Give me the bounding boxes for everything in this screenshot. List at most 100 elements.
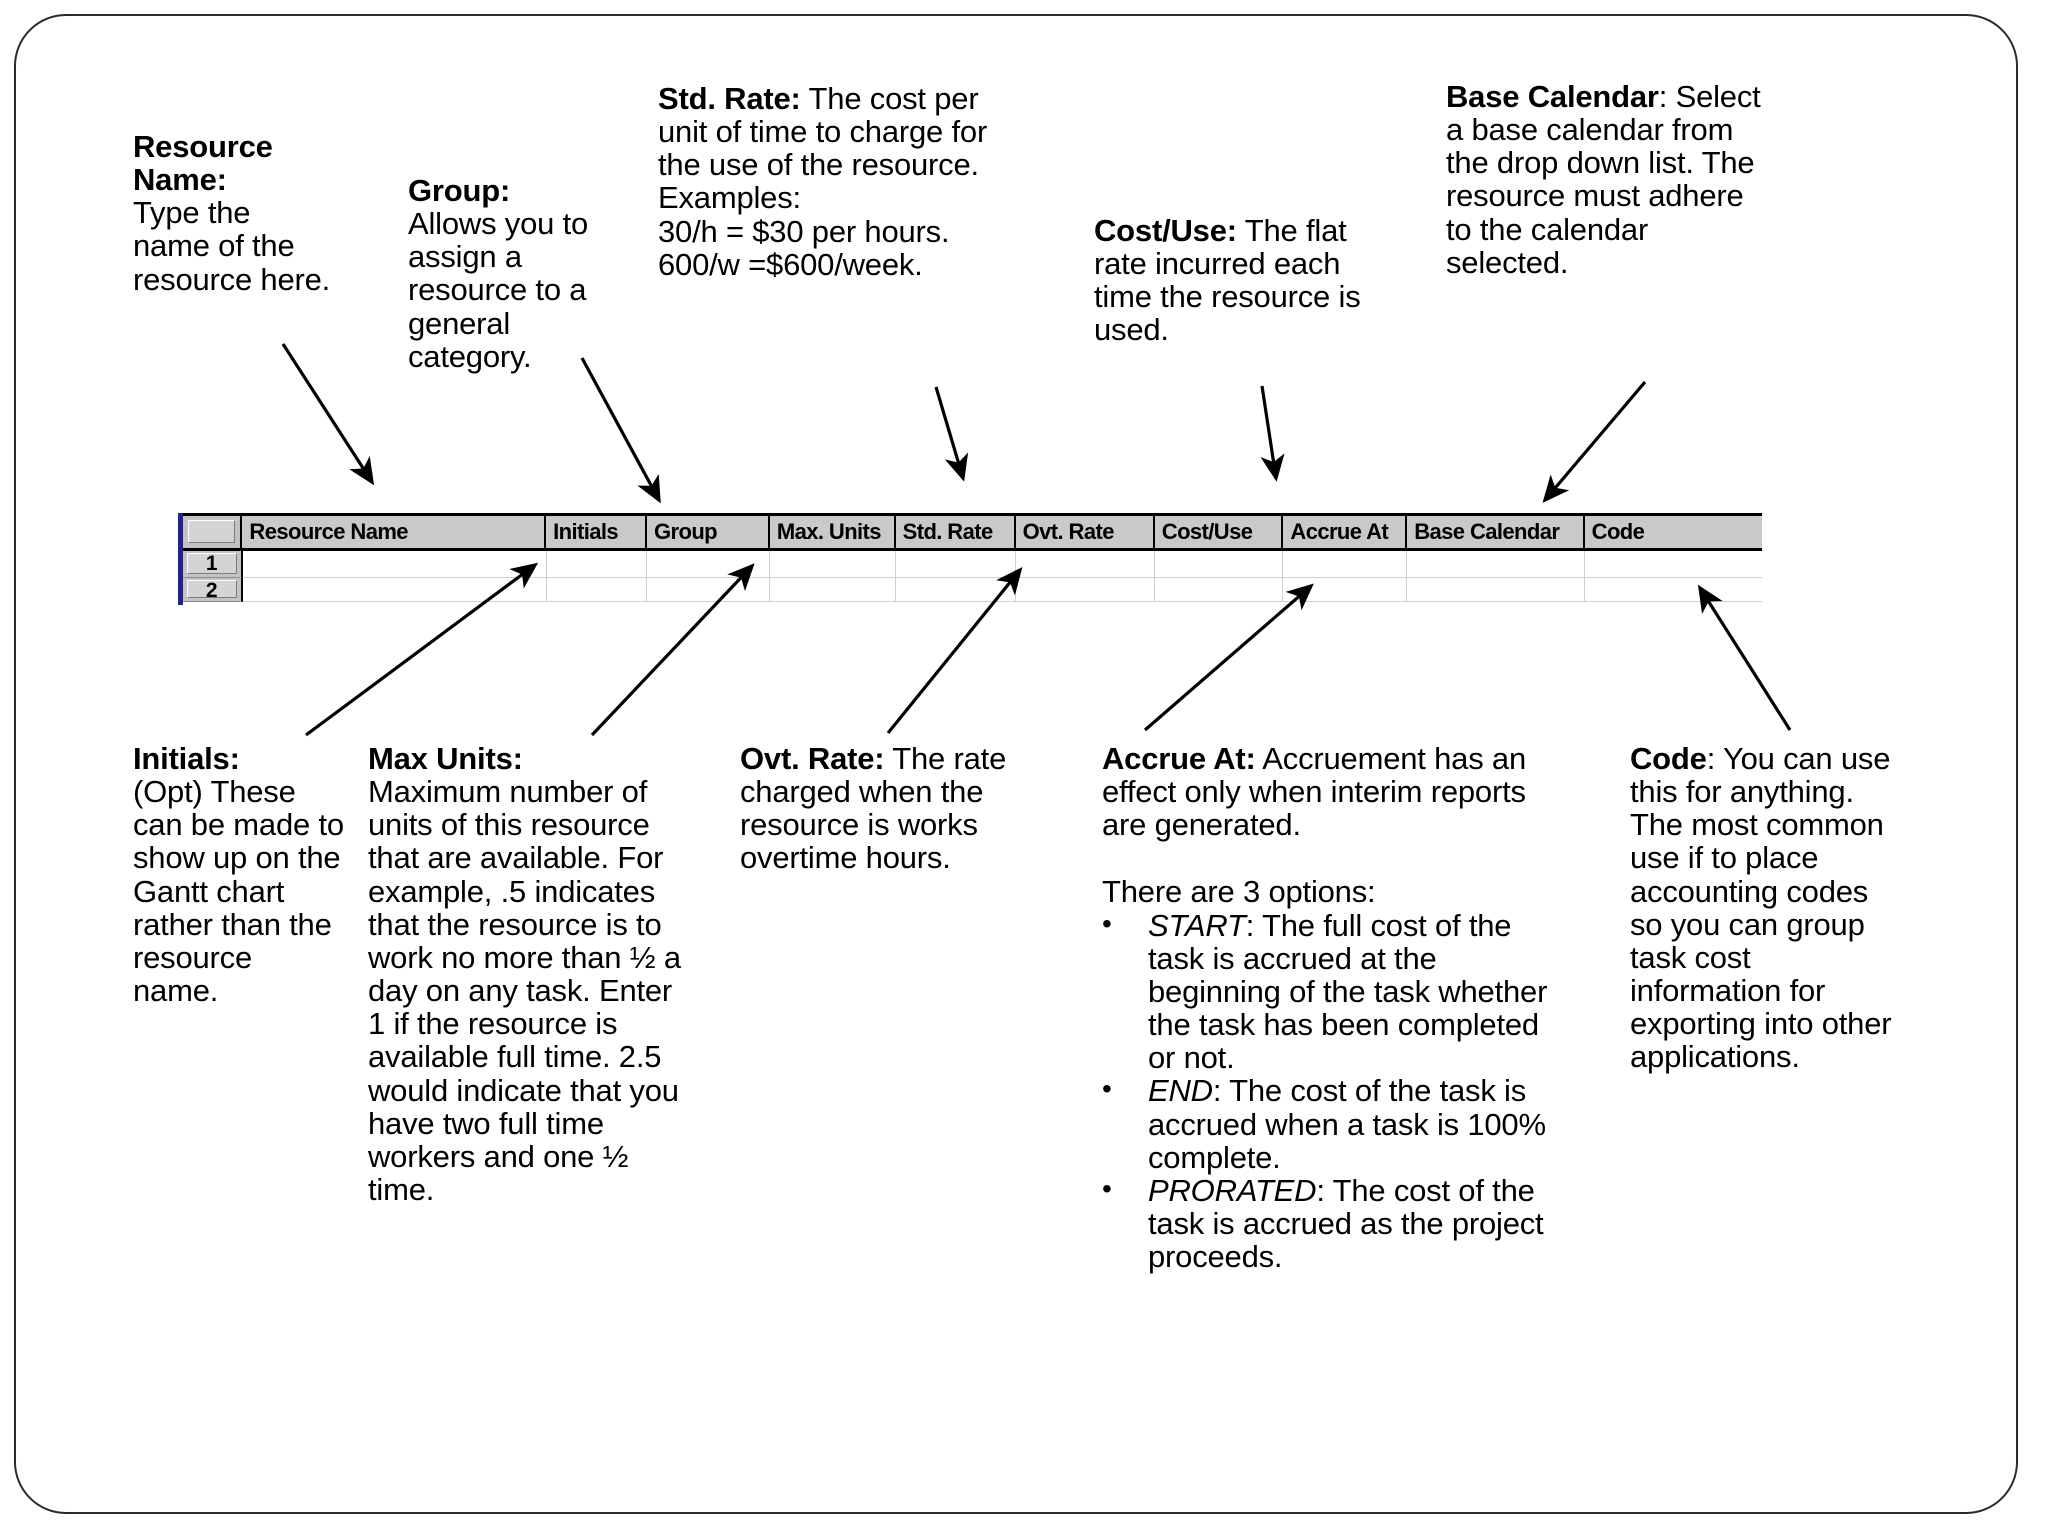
option-name-start: START bbox=[1148, 907, 1246, 943]
arrow-group bbox=[580, 357, 661, 504]
cell-cost-use[interactable] bbox=[1154, 551, 1284, 578]
list-item: • START: The full cost of the task is ac… bbox=[1102, 907, 1572, 1076]
callout-initials-body: (Opt) These can be made to show up on th… bbox=[133, 774, 344, 1009]
callout-std-rate: Std. Rate: The cost per unit of time to … bbox=[658, 82, 1023, 281]
column-header-initials[interactable]: Initials bbox=[546, 516, 648, 548]
callout-std-rate-examples-label: Examples: bbox=[658, 180, 801, 216]
arrow-code bbox=[1697, 584, 1792, 731]
callout-cost-use-heading: Cost/Use: bbox=[1094, 213, 1237, 248]
cell-ovt-rate[interactable] bbox=[1015, 578, 1155, 602]
cell-resource-name[interactable] bbox=[242, 551, 547, 578]
cell-resource-name[interactable] bbox=[242, 578, 547, 602]
row-number: 2 bbox=[205, 579, 218, 602]
callout-group-heading: Group: bbox=[408, 173, 511, 208]
row-header-1[interactable]: 1 bbox=[183, 551, 243, 578]
cell-ovt-rate[interactable] bbox=[1015, 551, 1155, 578]
cell-accrue-at[interactable] bbox=[1283, 551, 1408, 578]
bullet-icon: • bbox=[1102, 907, 1112, 939]
cell-max-units[interactable] bbox=[770, 578, 896, 602]
cell-accrue-at[interactable] bbox=[1283, 578, 1408, 602]
callout-resource-name: Resource Name: Type the name of the reso… bbox=[133, 130, 333, 296]
list-item: • END: The cost of the task is accrued w… bbox=[1102, 1073, 1572, 1175]
table-header-row: Resource Name Initials Group Max. Units … bbox=[183, 513, 1762, 551]
arrow-accrue-at bbox=[1143, 583, 1314, 732]
callout-accrue-at: Accrue At: Accruement has an effect only… bbox=[1102, 742, 1572, 1273]
column-header-resource-name[interactable]: Resource Name bbox=[242, 516, 547, 548]
column-header-label: Std. Rate bbox=[902, 519, 994, 544]
cell-std-rate[interactable] bbox=[895, 578, 1016, 602]
row-header-2[interactable]: 2 bbox=[183, 578, 243, 602]
callout-ovt-rate-heading: Ovt. Rate: bbox=[740, 741, 885, 776]
cell-code[interactable] bbox=[1584, 551, 1762, 578]
callout-std-rate-heading: Std. Rate: bbox=[658, 81, 801, 116]
callout-cost-use-body: The flat rate incurred each time the res… bbox=[1094, 213, 1361, 348]
callout-code-heading: Code bbox=[1630, 741, 1707, 776]
column-header-cost-use[interactable]: Cost/Use bbox=[1154, 516, 1284, 548]
arrow-std-rate bbox=[934, 386, 969, 482]
cell-base-calendar[interactable] bbox=[1407, 578, 1585, 602]
list-item: • PRORATED: The cost of the task is accr… bbox=[1102, 1172, 1572, 1275]
cell-max-units[interactable] bbox=[770, 551, 896, 578]
option-name-prorated: PRORATED bbox=[1148, 1172, 1317, 1208]
option-text-start: : The full cost of the task is accrued a… bbox=[1148, 907, 1548, 1076]
column-header-label: Group bbox=[654, 519, 718, 544]
callout-base-calendar: Base Calendar: Select a base calendar fr… bbox=[1446, 80, 1764, 279]
callout-base-calendar-body: : Select a base calendar from the drop d… bbox=[1446, 79, 1761, 280]
callout-accrue-at-options-intro: There are 3 options: bbox=[1102, 874, 1376, 910]
option-text-end: : The cost of the task is accrued when a… bbox=[1148, 1073, 1546, 1175]
cell-std-rate[interactable] bbox=[895, 551, 1016, 578]
cell-code[interactable] bbox=[1584, 578, 1762, 602]
callout-initials: Initials: (Opt) These can be made to sho… bbox=[133, 742, 345, 1007]
column-header-ovt-rate[interactable]: Ovt. Rate bbox=[1015, 516, 1155, 548]
callout-code: Code: You can use this for anything. The… bbox=[1630, 742, 1895, 1074]
callout-std-rate-example-1: 30/h = $30 per hours. bbox=[658, 213, 950, 249]
cell-initials[interactable] bbox=[546, 551, 648, 578]
table-row[interactable]: 1 bbox=[183, 551, 1762, 578]
callout-std-rate-example-2: 600/w =$600/week. bbox=[658, 246, 923, 282]
callout-resource-name-heading: Resource Name: bbox=[133, 129, 273, 198]
callout-max-units: Max Units: Maximum number of units of th… bbox=[368, 742, 686, 1206]
column-header-accrue-at[interactable]: Accrue At bbox=[1283, 516, 1408, 548]
callout-cost-use: Cost/Use: The flat rate incurred each ti… bbox=[1094, 214, 1384, 347]
cell-group[interactable] bbox=[647, 551, 771, 578]
cell-group[interactable] bbox=[647, 578, 771, 602]
bullet-icon: • bbox=[1102, 1172, 1112, 1204]
callout-accrue-at-heading: Accrue At: bbox=[1102, 741, 1256, 776]
column-header-max-units[interactable]: Max. Units bbox=[769, 516, 896, 548]
bullet-icon: • bbox=[1102, 1073, 1112, 1105]
callout-group: Group: Allows you to assign a resource t… bbox=[408, 174, 608, 373]
column-header-label: Ovt. Rate bbox=[1022, 519, 1115, 544]
arrow-base-calendar bbox=[1542, 380, 1647, 503]
arrow-cost-use bbox=[1260, 385, 1285, 482]
column-header-label: Initials bbox=[553, 519, 619, 544]
callout-code-body: : You can use this for anything. The mos… bbox=[1630, 741, 1892, 1075]
option-text-prorated: : The cost of the task is accrued as the… bbox=[1148, 1172, 1544, 1275]
column-header-label: Accrue At bbox=[1290, 519, 1389, 544]
column-header-label: Resource Name bbox=[249, 519, 408, 544]
option-name-end: END bbox=[1148, 1073, 1213, 1109]
column-header-base-calendar[interactable]: Base Calendar bbox=[1407, 516, 1585, 548]
cell-initials[interactable] bbox=[546, 578, 648, 602]
column-header-label: Code bbox=[1591, 519, 1645, 544]
column-header-code[interactable]: Code bbox=[1584, 516, 1762, 548]
column-header-std-rate[interactable]: Std. Rate bbox=[895, 516, 1016, 548]
column-header-label: Max. Units bbox=[776, 519, 882, 544]
callout-initials-heading: Initials: bbox=[133, 741, 240, 776]
column-header-label: Cost/Use bbox=[1161, 519, 1253, 544]
callout-ovt-rate: Ovt. Rate: The rate charged when the res… bbox=[740, 742, 1040, 875]
column-header-group[interactable]: Group bbox=[647, 516, 770, 548]
resource-sheet-table[interactable]: Resource Name Initials Group Max. Units … bbox=[178, 513, 1762, 605]
callout-resource-name-body: Type the name of the resource here. bbox=[133, 195, 331, 297]
callout-base-calendar-heading: Base Calendar bbox=[1446, 79, 1659, 114]
cell-cost-use[interactable] bbox=[1154, 578, 1284, 602]
callout-ovt-rate-body: The rate charged when the resource is wo… bbox=[740, 741, 1007, 876]
callout-group-body: Allows you to assign a resource to a gen… bbox=[408, 206, 589, 374]
table-row[interactable]: 2 bbox=[183, 578, 1762, 602]
cell-base-calendar[interactable] bbox=[1407, 551, 1585, 578]
arrow-resource-name bbox=[281, 343, 375, 486]
callout-max-units-body: Maximum number of units of this resource… bbox=[368, 774, 681, 1208]
callout-max-units-heading: Max Units: bbox=[368, 741, 523, 776]
row-number: 1 bbox=[205, 552, 218, 575]
select-all-corner-cell[interactable] bbox=[183, 516, 243, 548]
